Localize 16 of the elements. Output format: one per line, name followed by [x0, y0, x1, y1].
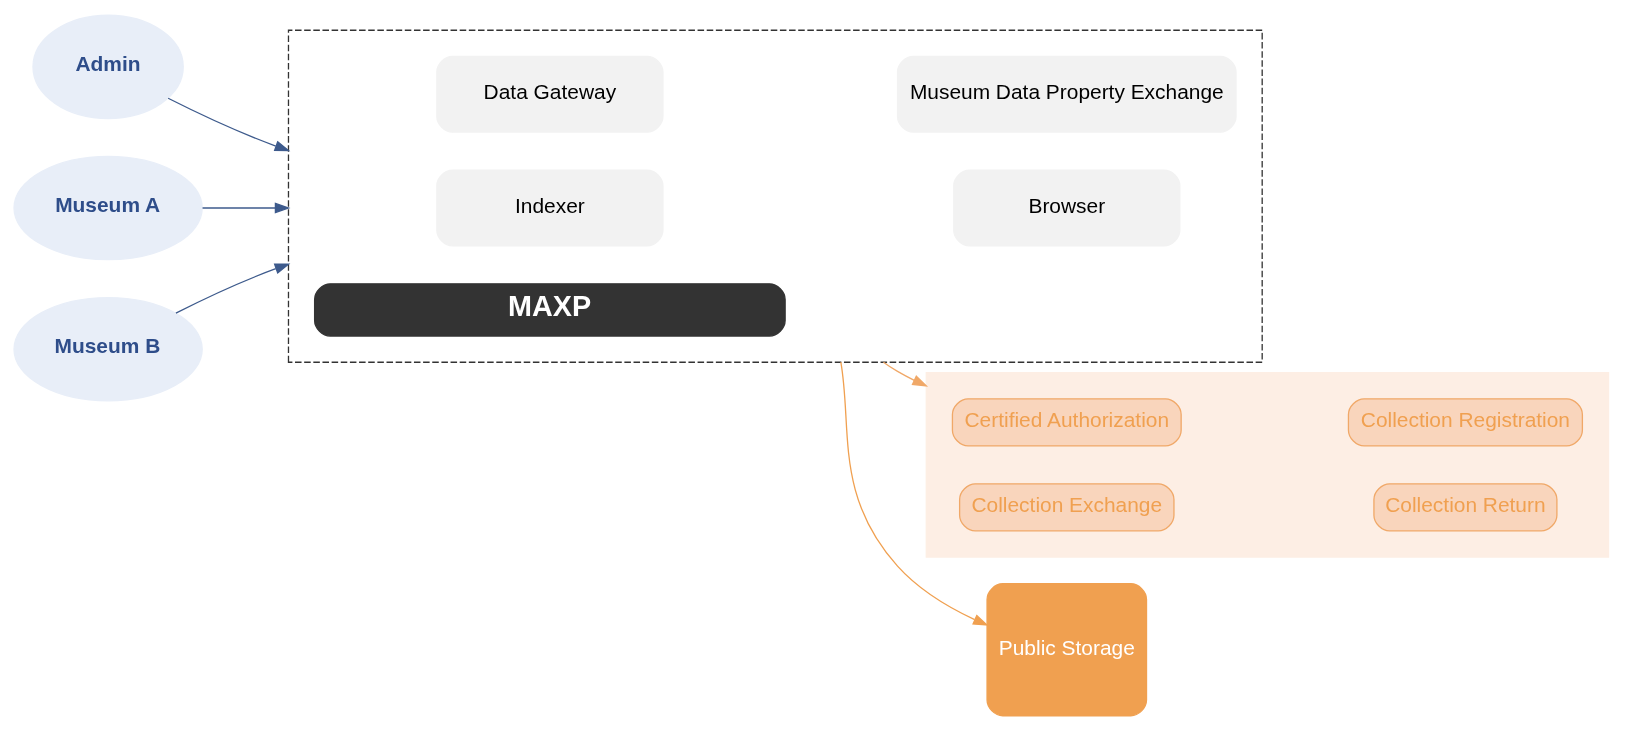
arrow	[167, 97, 291, 152]
node-box: Collection Return	[1373, 483, 1558, 532]
node-ellipse: Museum B	[13, 296, 203, 402]
node-ellipse: Museum A	[13, 155, 203, 261]
node-ellipse: Admin	[32, 14, 184, 120]
cluster	[287, 29, 1263, 363]
node-box: Certified Authorization	[951, 398, 1182, 447]
arrow	[201, 202, 291, 214]
arrow	[882, 361, 929, 387]
arrow	[840, 361, 989, 626]
cluster	[925, 372, 1610, 558]
arrow	[175, 263, 291, 314]
node-box: Public Storage	[986, 583, 1148, 717]
node-box: Collection Exchange	[958, 483, 1175, 532]
node-box: MAXP	[313, 283, 786, 337]
node-box: Collection Registration	[1347, 398, 1584, 447]
